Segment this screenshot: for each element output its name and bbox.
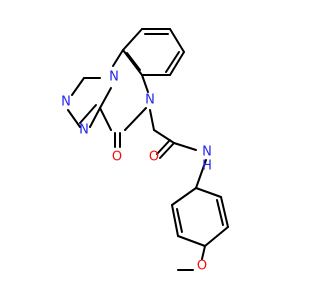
bond	[171, 204, 179, 237]
bond	[216, 199, 224, 226]
bond	[169, 51, 185, 76]
background	[0, 0, 300, 300]
bond	[169, 28, 185, 53]
bonds	[67, 28, 229, 271]
atom-label-h-amide: H	[202, 159, 212, 174]
bond	[141, 74, 149, 93]
bond	[71, 77, 85, 96]
bond	[173, 142, 197, 151]
bond	[195, 187, 222, 198]
bond	[201, 245, 206, 260]
atom-label-n-lactam: N	[145, 93, 155, 108]
bond	[171, 187, 197, 206]
bond	[124, 107, 147, 131]
bond	[79, 104, 97, 124]
atom-label-n-amide: N	[202, 145, 212, 160]
bond	[159, 142, 175, 159]
bond	[126, 52, 141, 71]
atom-label-n-bridge: N	[109, 70, 119, 85]
molecule-structure: N N N N O O N H O	[0, 0, 300, 300]
bond	[204, 226, 229, 247]
bond	[149, 109, 155, 131]
bond	[89, 107, 101, 128]
bond	[220, 196, 229, 228]
atom-label-o-lactam: O	[112, 150, 122, 165]
bond	[67, 109, 81, 128]
bond	[195, 159, 207, 189]
bond	[122, 49, 143, 76]
bond	[122, 28, 143, 51]
atom-label-o-methoxy: O	[197, 259, 207, 274]
atom-label-n-imidazole-2: N	[79, 123, 89, 138]
atom-label-o-amide: O	[149, 150, 159, 165]
atom-labels: N N N N O O N H O	[61, 70, 212, 274]
bond	[156, 139, 171, 155]
bond	[99, 107, 112, 131]
bond	[112, 49, 124, 67]
bond	[165, 51, 180, 73]
bond	[153, 129, 175, 144]
bond	[176, 208, 183, 233]
bond	[99, 87, 112, 109]
bond	[177, 235, 206, 247]
atom-label-n-imidazole-1: N	[61, 95, 71, 110]
